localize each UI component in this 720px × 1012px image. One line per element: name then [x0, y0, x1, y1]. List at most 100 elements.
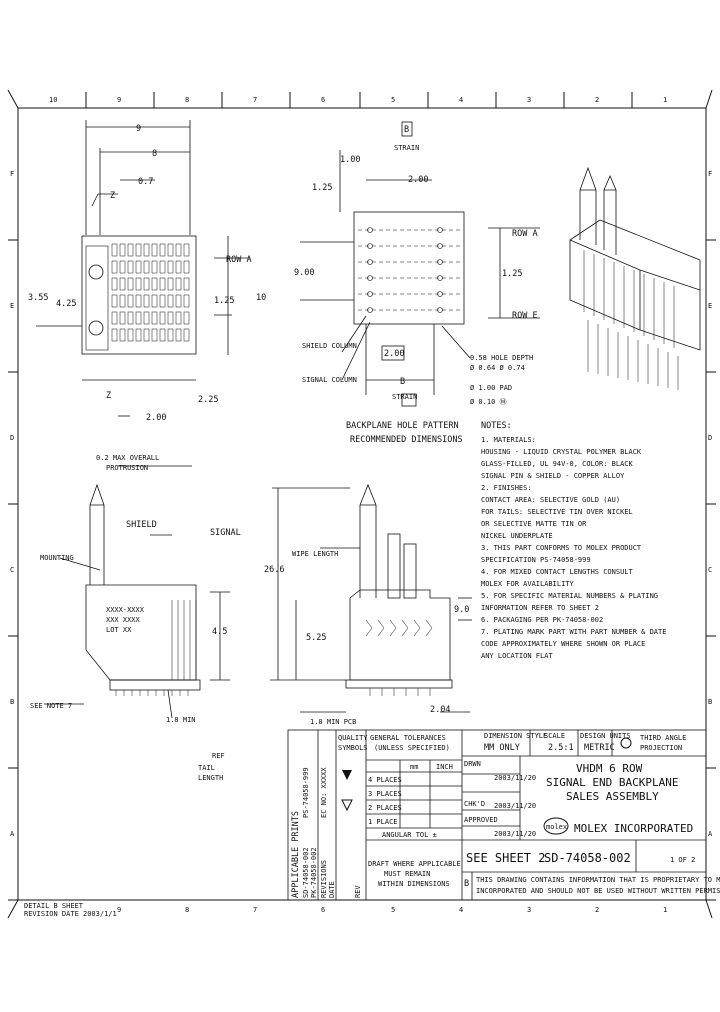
- contact-slot: [119, 328, 126, 342]
- contact-slot: [135, 311, 142, 325]
- drawing-title-3: SALES ASSEMBLY: [566, 790, 659, 803]
- zone-number-bottom: 8: [185, 906, 189, 914]
- part-label-3: LOT XX: [106, 626, 132, 634]
- front-contact: [413, 619, 421, 637]
- scale-value: 2.5:1: [548, 743, 574, 753]
- contact-slot: [167, 328, 174, 342]
- zone-letter-right: B: [708, 698, 712, 706]
- draft-3: WITHIN DIMENSIONS: [378, 880, 450, 888]
- dim-125-left: 1.25: [312, 183, 332, 193]
- places-1: 1 PLACE: [368, 818, 398, 826]
- drwn-date: 2003/11/20: [494, 774, 536, 782]
- zone-letter-left: E: [10, 302, 14, 310]
- signal-column-label: SIGNAL COLUMN: [302, 376, 357, 384]
- hole-note-2: Ø 0.64 Ø 0.74: [470, 364, 525, 372]
- see-sheet-2: SEE SHEET 2: [466, 851, 545, 865]
- tail-length-2: LENGTH: [198, 774, 223, 782]
- zone-letter-right: D: [708, 434, 712, 442]
- note-line: SIGNAL PIN & SHIELD - COPPER ALLOY: [481, 472, 625, 480]
- appr-date: 2003/11/20: [494, 830, 536, 838]
- zone-letter-right: C: [708, 566, 712, 574]
- contact-slot: [151, 328, 158, 342]
- proprietary-1: THIS DRAWING CONTAINS INFORMATION THAT I…: [476, 876, 720, 884]
- hole-pattern-holes: [358, 227, 460, 313]
- strain-label: STRAIN: [394, 144, 419, 152]
- zone-number-top: 3: [527, 96, 531, 104]
- b-label: B: [400, 377, 405, 387]
- note-line: 4. FOR MIXED CONTACT LENGTHS CONSULT: [481, 568, 634, 576]
- note-line: SPECIFICATION PS-74058-999: [481, 556, 591, 564]
- dim-900: 9.00: [294, 268, 314, 278]
- molex-logo: [543, 817, 569, 835]
- side-view-tails: [115, 600, 197, 696]
- contact-slot: [135, 243, 142, 257]
- over-protrusion-2: PROTRUSION: [106, 464, 148, 472]
- dim-125: 1.25: [214, 296, 234, 306]
- contact-slot: [119, 243, 126, 257]
- quality-label: QUALITY: [338, 734, 368, 742]
- dim-355: 3.55: [28, 293, 48, 303]
- footer-left-1: DETAIL B SHEET: [24, 902, 84, 910]
- general-tol-1: GENERAL TOLERANCES: [370, 734, 446, 742]
- contact-slot: [135, 260, 142, 274]
- zone-letter-right: A: [708, 830, 713, 838]
- company-name: MOLEX INCORPORATED: [574, 822, 693, 835]
- part-label-2: XXX XXXX: [106, 616, 141, 624]
- contact-slot: [111, 277, 118, 291]
- zone-letter-right: F: [708, 170, 712, 178]
- note-line: 5. FOR SPECIFIC MATERIAL NUMBERS & PLATI…: [481, 592, 658, 600]
- angular-tol: ANGULAR TOL ±: [382, 831, 437, 839]
- dim-inner: 8: [152, 149, 157, 159]
- over-protrusion-1: 0.2 MAX OVERALL: [96, 454, 159, 462]
- chkd-label: CHK'D: [464, 800, 485, 808]
- zone-letter-left: A: [10, 830, 15, 838]
- dim-204: 2.04: [430, 705, 450, 715]
- top-zone-ticks: [85, 92, 633, 108]
- notes-heading: NOTES:: [481, 421, 512, 431]
- dim-200-top: 2.00: [408, 175, 428, 185]
- rev-letter: B: [464, 879, 469, 889]
- contact-slot: [111, 294, 118, 308]
- symbols-label: SYMBOLS: [338, 744, 368, 752]
- title-block-lines: [287, 729, 707, 901]
- applicable-print-2: PK-74058-002: [310, 847, 318, 898]
- contact-slot: [151, 243, 158, 257]
- zone-number-top: 6: [321, 96, 325, 104]
- zone-number-bottom: 1: [663, 906, 667, 914]
- contact-slot: [175, 243, 182, 257]
- molex-logo-text: molex: [546, 823, 567, 831]
- note-line: 6. PACKAGING PER PK-74058-002: [481, 616, 603, 624]
- contact-slot: [167, 311, 174, 325]
- contact-slot: [135, 294, 142, 308]
- drwn-label: DRWN: [464, 760, 481, 768]
- note-line: NICKEL UNDERPLATE: [481, 532, 553, 540]
- contact-slot: [159, 311, 166, 325]
- note-line: CODE APPROXIMATELY WHERE SHOWN OR PLACE: [481, 640, 645, 648]
- contact-slot: [175, 294, 182, 308]
- revisions-label: REVISIONS: [320, 860, 328, 898]
- zone-number-top: 10: [49, 96, 57, 104]
- contact-slot: [135, 328, 142, 342]
- part-label-1: XXXX-XXXX: [106, 606, 145, 614]
- zone-number-top: 2: [595, 96, 599, 104]
- zone-number-bottom: 5: [391, 906, 395, 914]
- document-number: SD-74058-002: [544, 851, 631, 865]
- hole-pattern-title: BACKPLANE HOLE PATTERN: [346, 421, 459, 431]
- contact-slot: [143, 243, 150, 257]
- z-bottom-label: Z: [106, 391, 111, 401]
- front-contact: [425, 619, 433, 637]
- zone-number-bottom: 9: [117, 906, 121, 914]
- tail-length-1: TAIL: [198, 764, 215, 772]
- note-line: HOUSING - LIQUID CRYSTAL POLYMER BLACK: [481, 448, 642, 456]
- top-view: [36, 120, 250, 417]
- contact-slot: [127, 277, 134, 291]
- contact-slot: [175, 260, 182, 274]
- b-box: B: [404, 125, 409, 135]
- top-view-pin-grid: [111, 243, 190, 342]
- hole-pattern-subtitle: RECOMMENDED DIMENSIONS: [350, 435, 463, 445]
- contact-slot: [111, 311, 118, 325]
- dim-266: 26.6: [264, 565, 284, 575]
- ec-number: EC NO: XXXXX: [320, 767, 328, 818]
